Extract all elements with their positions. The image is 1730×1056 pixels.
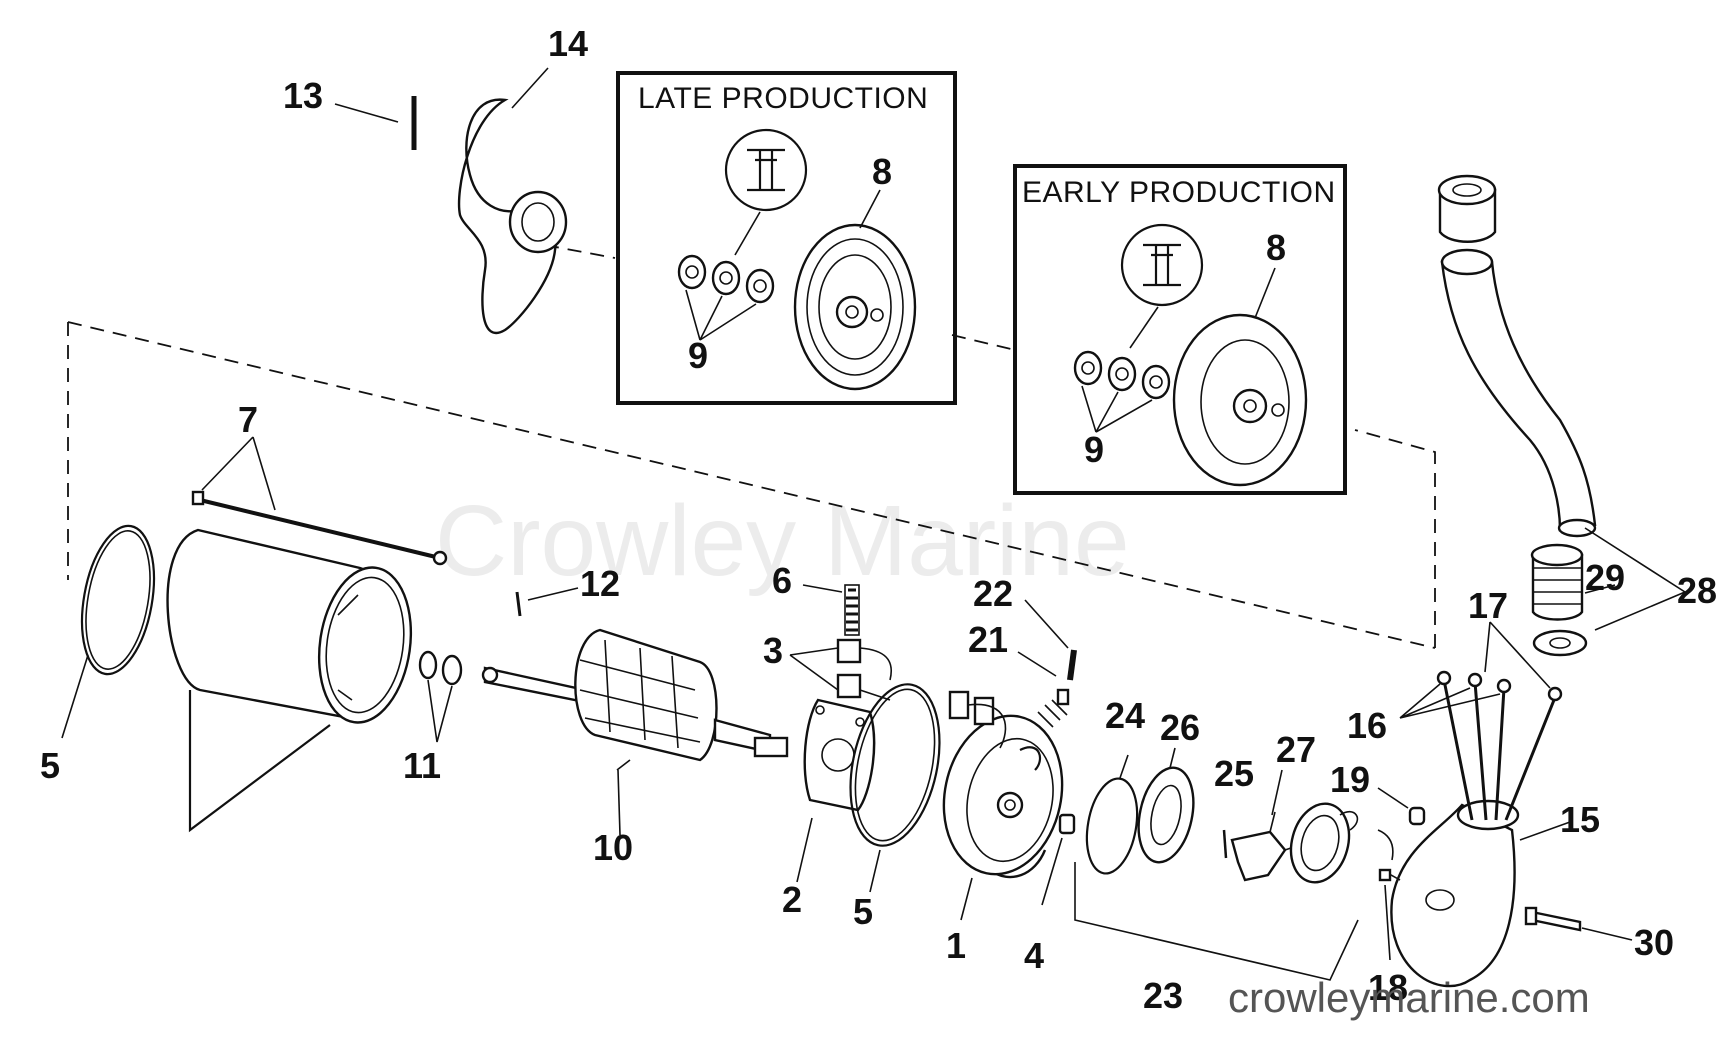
grease-symbol-icon xyxy=(1120,223,1204,307)
callout-27: 27 xyxy=(1276,729,1316,770)
callout-4: 4 xyxy=(1024,935,1044,976)
callout-11: 11 xyxy=(403,745,441,786)
part-21-washer: 21 xyxy=(968,619,1070,728)
part-28-cable-tube: 28 xyxy=(1437,174,1717,631)
part-10-armature: 10 xyxy=(481,628,789,868)
late-production-box xyxy=(616,71,957,405)
part-15-lower-housing: 15 xyxy=(1390,799,1600,988)
callout-25: 25 xyxy=(1214,753,1254,794)
website-text: crowleymarine.com xyxy=(1228,974,1590,1021)
part-26-retainer: 26 xyxy=(1137,707,1200,864)
callout-13: 13 xyxy=(283,75,323,116)
part-27-switch: 27 xyxy=(1230,729,1359,884)
part-16-17-leads: 16 17 xyxy=(1347,585,1563,821)
grease-symbol-icon xyxy=(724,128,808,212)
alignment-dashed-lines xyxy=(67,244,1436,649)
callout-26: 26 xyxy=(1160,707,1200,748)
part-25-screw: 25 xyxy=(1214,753,1254,859)
callout-24: 24 xyxy=(1105,695,1145,736)
callout-18: 18 xyxy=(1368,967,1408,1008)
callout-12: 12 xyxy=(580,563,620,604)
callout-19: 19 xyxy=(1330,759,1370,800)
part-12-key: 12 xyxy=(515,563,620,617)
part-22-terminal-stud: 22 xyxy=(973,573,1077,681)
part-30-screw: 30 xyxy=(1524,906,1674,963)
part-3-brushes: 3 xyxy=(763,630,892,701)
callout-10: 10 xyxy=(593,827,633,868)
bearing-set-late xyxy=(677,254,775,304)
callout-29: 29 xyxy=(1585,557,1625,598)
starter-pulley-late xyxy=(793,223,917,391)
part-19-plug: 19 xyxy=(1330,759,1426,826)
callout-30: 30 xyxy=(1634,922,1674,963)
part-starter-frame xyxy=(166,528,413,833)
callout-17: 17 xyxy=(1468,585,1508,626)
early-production-title: EARLY PRODUCTION xyxy=(1022,176,1336,209)
callout-5-middle: 5 xyxy=(853,891,873,932)
late-production-inset: LATE PRODUCTION 9 8 xyxy=(616,71,957,405)
callout-3: 3 xyxy=(763,630,783,671)
callout-16: 16 xyxy=(1347,705,1387,746)
callout-23: 23 xyxy=(1143,975,1183,1016)
early-production-box xyxy=(1013,164,1347,495)
callout-15: 15 xyxy=(1560,799,1600,840)
late-pulley-label: 8 xyxy=(872,151,892,192)
callout-7: 7 xyxy=(238,399,258,440)
part-29-grommet: 29 xyxy=(1530,543,1625,657)
early-production-inset: EARLY PRODUCTION 9 8 xyxy=(1013,164,1347,495)
part-2-brush-plate: 2 xyxy=(782,698,876,920)
late-bearing-label: 9 xyxy=(688,335,708,376)
callout-1: 1 xyxy=(946,925,966,966)
part-14-propeller: 14 xyxy=(457,23,588,334)
callout-5-left: 5 xyxy=(40,745,60,786)
part-4-nut: 4 xyxy=(1024,813,1076,976)
starter-pulley-early xyxy=(1172,313,1308,487)
early-bearing-label: 9 xyxy=(1084,429,1104,470)
callout-21: 21 xyxy=(968,619,1008,660)
part-23-group-bracket: 23 xyxy=(1074,862,1359,1016)
part-5-o-ring-middle: 5 xyxy=(849,683,941,932)
callout-22: 22 xyxy=(973,573,1013,614)
callout-28: 28 xyxy=(1677,570,1717,611)
part-7-thru-bolts: 7 xyxy=(191,399,448,566)
early-pulley-label: 8 xyxy=(1266,227,1286,268)
part-13-pin: 13 xyxy=(283,75,417,150)
callout-14: 14 xyxy=(548,23,588,64)
callout-6: 6 xyxy=(772,560,792,601)
part-24-o-ring: 24 xyxy=(1085,695,1145,875)
part-6-spring: 6 xyxy=(772,560,860,636)
part-18-clip: 18 xyxy=(1368,829,1408,1008)
part-1-end-cap: 1 xyxy=(942,690,1064,966)
part-5-o-ring-left: 5 xyxy=(40,524,156,786)
callout-2: 2 xyxy=(782,879,802,920)
late-production-title: LATE PRODUCTION xyxy=(638,82,928,115)
bearing-set-early xyxy=(1073,350,1171,400)
part-11-washers: 11 xyxy=(403,650,463,786)
watermark-text: Crowley Marine xyxy=(435,485,1130,597)
